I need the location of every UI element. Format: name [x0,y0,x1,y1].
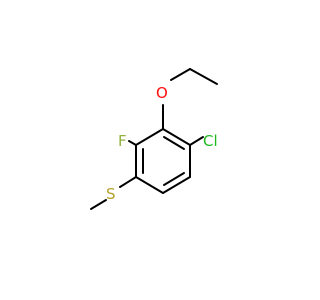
bond-ring-f [128,140,137,146]
structure-canvas: O Cl F S [90,68,218,210]
bond-ring-cl [189,136,204,146]
bond-ring-c4-c5 [135,176,164,194]
bond-ring-c3-c4-inner [163,172,185,186]
bond-ring-c6-c1 [135,128,164,146]
sulfur-atom-label: S [106,185,116,203]
bond-ring-c1-c2-inner [163,136,185,150]
bond-ring-c1-c2 [162,128,191,146]
fluorine-atom-label: F [118,132,127,150]
oxygen-atom-label: O [156,84,168,102]
bond-ethyl-ch3-ch2 [189,68,218,85]
bond-s-methyl [90,199,107,210]
bond-ring-s [119,176,137,188]
bond-ethyl-ch2-o [170,68,191,81]
chlorine-atom-label: Cl [203,132,218,150]
bond-ring-c3-c4 [162,176,191,194]
molecule-drawing: O Cl F S [90,68,218,210]
